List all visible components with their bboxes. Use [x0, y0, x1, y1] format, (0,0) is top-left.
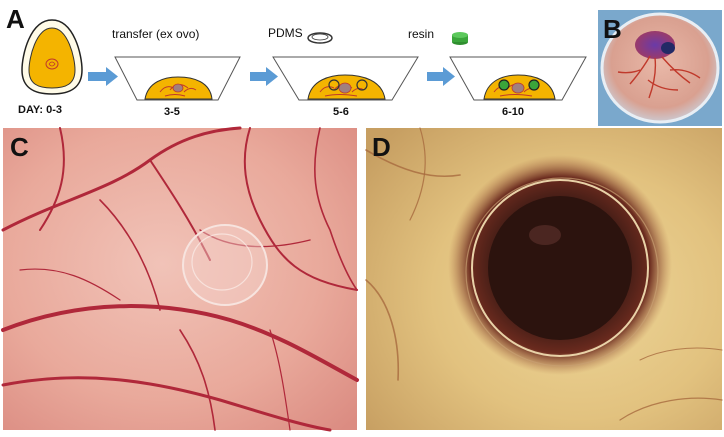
culture-dish-1	[114, 56, 241, 101]
pdms-ring-icon	[307, 32, 333, 44]
egg-illustration	[21, 19, 83, 95]
arrow-1	[88, 67, 118, 86]
panel-a-label: A	[6, 4, 25, 34]
panel-c-photo	[1, 126, 359, 432]
implant-ring-c	[182, 224, 268, 306]
resin-icon	[452, 32, 468, 45]
culture-dish-3	[449, 56, 587, 101]
panel-b-label: B	[603, 14, 622, 44]
day-label-1: 3-5	[164, 106, 180, 118]
panel-b-photo	[598, 10, 722, 126]
step-label-pdms: PDMS	[268, 26, 303, 40]
panel-d-label: D	[372, 132, 391, 162]
day-label-3: 6-10	[502, 106, 525, 118]
arrow-3	[427, 67, 455, 86]
day-label-2: 5-6	[333, 106, 349, 118]
day-label-0: DAY: 0-3	[18, 104, 63, 116]
arrow-2	[250, 67, 278, 86]
step-label-transfer: transfer (ex ovo)	[112, 27, 200, 41]
panel-c-label: C	[10, 132, 29, 162]
step-label-resin: resin	[408, 27, 435, 41]
culture-dish-2	[272, 56, 419, 101]
panel-d-photo	[365, 127, 723, 430]
panel-a-schematic	[21, 19, 587, 101]
implant-resin-d	[448, 155, 672, 375]
